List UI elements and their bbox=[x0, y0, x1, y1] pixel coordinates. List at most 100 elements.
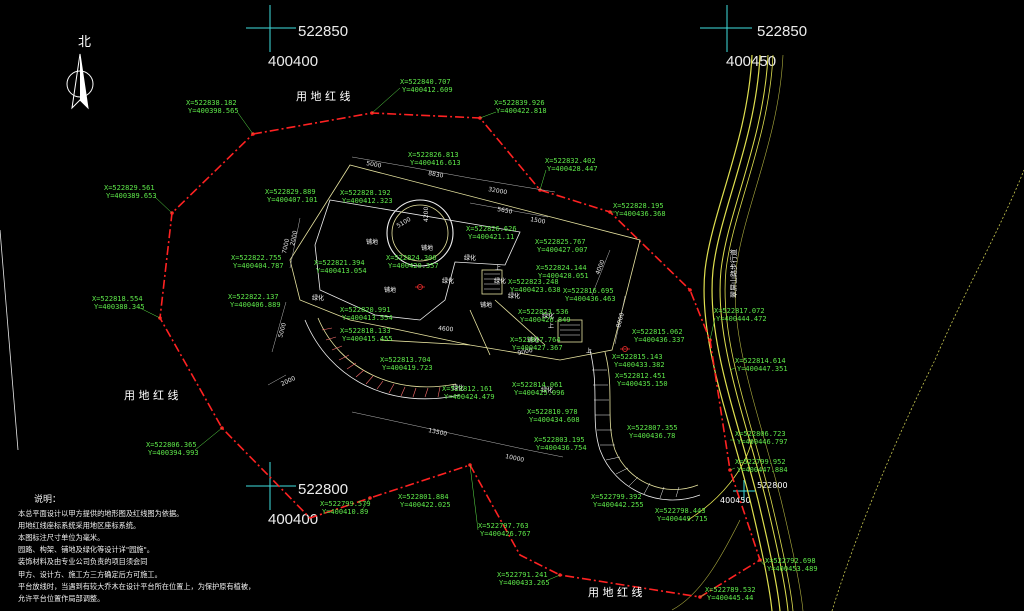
stair-block bbox=[557, 319, 583, 343]
coord-x: X=522832.402 bbox=[545, 157, 596, 165]
coord-y: Y=400406.889 bbox=[230, 301, 281, 309]
plan-label: 铺地 bbox=[384, 286, 396, 294]
coord-x: X=522826.626 bbox=[466, 225, 517, 233]
coord-x: X=522789.532 bbox=[705, 586, 756, 594]
coord-y: Y=400426.849 bbox=[520, 316, 571, 324]
plan-label: 铺地 bbox=[527, 336, 539, 344]
coord-y: Y=400394.993 bbox=[148, 449, 199, 457]
coord-x: X=522813.704 bbox=[380, 356, 431, 364]
notes-line: 装饰材料及由专业公司负责的项目须会同 bbox=[18, 557, 148, 567]
coord-x: X=522822.137 bbox=[228, 293, 279, 301]
coord-x: X=522814.614 bbox=[735, 357, 786, 365]
coord-x: X=522810.978 bbox=[527, 408, 578, 416]
coord-y: Y=400428.051 bbox=[538, 272, 589, 280]
dimension-label: 13500 bbox=[428, 427, 448, 438]
coord-y: Y=400423.638 bbox=[510, 286, 561, 294]
coord-x: X=522818.554 bbox=[92, 295, 143, 303]
plan-line bbox=[494, 299, 546, 346]
grid-x-label: 522850 bbox=[298, 23, 348, 40]
grid-y-label: 400400 bbox=[268, 511, 318, 528]
coord-y: Y=400427.007 bbox=[537, 246, 588, 254]
coord-x: X=522791.241 bbox=[497, 571, 548, 579]
plan-label: 上 bbox=[548, 322, 554, 330]
coord-x: X=522818.133 bbox=[340, 327, 391, 335]
notes-line: 本总平面设计以甲方提供的地形图及红线图为依据。 bbox=[18, 509, 184, 519]
edge-line bbox=[0, 229, 19, 451]
coord-x: X=522799.579 bbox=[320, 500, 371, 508]
plan-label: 绿化 bbox=[542, 312, 554, 320]
coord-x: X=522840.707 bbox=[400, 78, 451, 86]
coord-x: X=522815.062 bbox=[632, 328, 683, 336]
coord-y: Y=400447.884 bbox=[737, 466, 788, 474]
dimension-label: 2000 bbox=[289, 230, 299, 247]
arc-walk-outer bbox=[304, 319, 461, 400]
plan-label: 绿化 bbox=[464, 254, 476, 262]
notes-line: 用地红线座标系统采用地区座标系统。 bbox=[18, 521, 141, 531]
plan-label: 铺地 bbox=[421, 244, 433, 252]
platform-outline bbox=[289, 164, 641, 361]
coord-x: X=522803.195 bbox=[534, 436, 585, 444]
plan-label: 绿化 bbox=[541, 386, 553, 394]
coord-y: Y=400434.608 bbox=[529, 416, 580, 424]
design-notes: 说明： 本总平面设计以甲方提供的地形图及红线图为依据。 用地红线座标系统采用地区… bbox=[18, 494, 318, 605]
coord-x: X=522824.306 bbox=[386, 254, 437, 262]
dimension-label: 8830 bbox=[428, 170, 444, 180]
dimension-label: 4200 bbox=[423, 207, 430, 222]
dimension-label: 32000 bbox=[488, 186, 508, 196]
coord-x: X=522822.755 bbox=[231, 254, 282, 262]
coord-x: X=522825.767 bbox=[535, 238, 586, 246]
round-terrace bbox=[386, 199, 454, 267]
plan-label: 上 bbox=[495, 264, 501, 272]
coord-x: X=522820.991 bbox=[340, 306, 391, 314]
plan-label: 绿化 bbox=[312, 294, 324, 302]
grid-x-label-small: 522800 bbox=[757, 481, 788, 490]
north-label: 北 bbox=[78, 35, 91, 50]
coord-y: Y=400442.255 bbox=[593, 501, 644, 509]
coord-x: X=522812.451 bbox=[615, 372, 666, 380]
coord-x: X=522801.884 bbox=[398, 493, 449, 501]
coord-y: Y=400407.101 bbox=[267, 196, 318, 204]
plan-label: 绿化 bbox=[494, 277, 506, 285]
coord-y: Y=400425.096 bbox=[514, 389, 565, 397]
dimension-label: 5650 bbox=[497, 206, 513, 216]
coord-x: X=522815.143 bbox=[612, 353, 663, 361]
coord-y: Y=400433.382 bbox=[614, 361, 665, 369]
plan-label: 铺地 bbox=[366, 238, 378, 246]
coord-y: Y=400404.787 bbox=[233, 262, 284, 270]
coord-y: Y=400419.723 bbox=[382, 364, 433, 372]
coord-y: Y=400424.479 bbox=[444, 393, 495, 401]
coord-x: X=522817.072 bbox=[714, 307, 765, 315]
coord-y: Y=400422.818 bbox=[496, 107, 547, 115]
notes-line: 允许平台位置作局部调整。 bbox=[18, 593, 105, 603]
red-markers bbox=[415, 284, 630, 352]
coord-y: Y=400447.351 bbox=[737, 365, 788, 373]
coord-x: X=522816.695 bbox=[563, 287, 614, 295]
coord-y: Y=400427.367 bbox=[512, 344, 563, 352]
plan-line bbox=[469, 309, 491, 356]
leader-lines bbox=[139, 87, 766, 598]
coord-y: Y=400388.345 bbox=[94, 303, 145, 311]
round-terrace-inner bbox=[391, 204, 449, 262]
coord-x: X=522806.723 bbox=[735, 430, 786, 438]
